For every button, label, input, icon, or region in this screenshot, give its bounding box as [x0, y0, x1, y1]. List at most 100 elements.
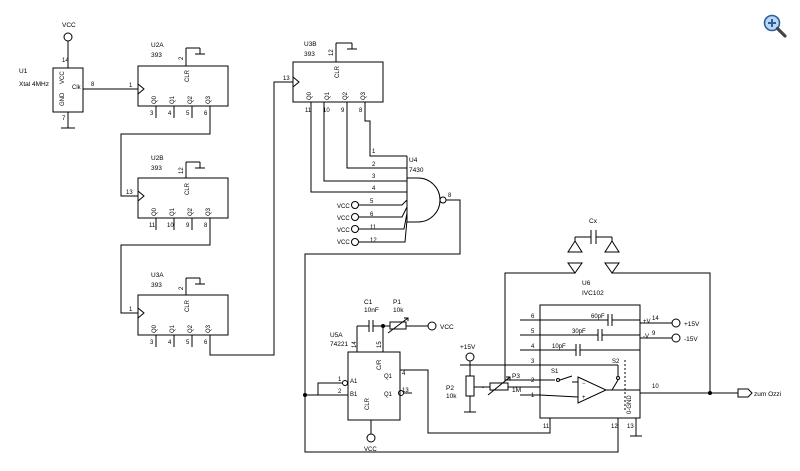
svg-text:Q1: Q1: [170, 207, 176, 216]
svg-text:CLR: CLR: [185, 182, 191, 195]
u6-ref: U6: [582, 280, 591, 287]
svg-text:1: 1: [129, 307, 133, 313]
svg-text:Q1: Q1: [384, 392, 393, 398]
svg-text:13: 13: [402, 388, 409, 394]
u1-vcc-label: VCC: [62, 22, 76, 29]
svg-text:1: 1: [129, 83, 133, 89]
svg-text:10: 10: [652, 384, 659, 390]
cx-connector-left: [567, 240, 583, 253]
svg-text:+15V: +15V: [684, 321, 700, 328]
svg-text:CLR: CLR: [335, 65, 341, 78]
svg-text:Q3: Q3: [206, 324, 212, 333]
svg-text:3: 3: [150, 340, 154, 346]
svg-text:2: 2: [179, 56, 185, 60]
u2a-ref: U2A: [151, 42, 164, 49]
svg-text:3: 3: [150, 111, 154, 117]
svg-text:3: 3: [531, 359, 535, 365]
u3a-value: 393: [151, 282, 162, 289]
svg-text:5: 5: [186, 111, 190, 117]
u3b-value: 393: [304, 51, 315, 58]
svg-text:13: 13: [126, 190, 133, 196]
u2a-body: [137, 65, 229, 107]
u6-body: [539, 304, 641, 419]
u4-nand-gate: U4 7430 1 2 3 4 5 6 11 12 VCC VCC VCC VC…: [304, 149, 461, 395]
svg-text:12: 12: [329, 49, 335, 56]
p2-value: 10k: [446, 393, 457, 400]
svg-text:4: 4: [168, 111, 172, 117]
u2b-body: [137, 177, 229, 219]
u3a-ref: U3A: [151, 272, 164, 279]
u1-vcc-pin-number: 14: [62, 58, 69, 64]
svg-text:Q3: Q3: [206, 95, 212, 104]
svg-text:30pF: 30pF: [572, 329, 586, 335]
u2a-value: 393: [151, 52, 162, 59]
u4-ref: U4: [409, 157, 418, 164]
svg-text:5: 5: [370, 199, 374, 205]
svg-text:CLR: CLR: [185, 299, 191, 312]
u2b-ref: U2B: [151, 155, 164, 162]
p3-ref: P3: [512, 373, 520, 380]
u1-clk-pin: Clk: [72, 85, 82, 91]
u1-oscillator: VCC 14 VCC GND Clk U1 Xtal 4MHz 7 8: [19, 22, 138, 129]
svg-text:11: 11: [543, 424, 550, 430]
svg-text:+15V: +15V: [460, 344, 476, 351]
svg-text:−: −: [582, 381, 586, 387]
svg-text:Q0: Q0: [152, 207, 158, 216]
svg-text:6: 6: [204, 340, 208, 346]
svg-text:1: 1: [372, 149, 376, 155]
svg-text:11: 11: [305, 108, 312, 114]
svg-text:Q1: Q1: [384, 374, 393, 380]
svg-text:Q1: Q1: [325, 91, 331, 100]
svg-text:4: 4: [168, 340, 172, 346]
u3b-ref: U3B: [304, 41, 317, 48]
svg-text:5: 5: [531, 329, 535, 335]
svg-text:Q3: Q3: [206, 207, 212, 216]
svg-text:3: 3: [372, 174, 376, 180]
svg-text:B1: B1: [350, 392, 358, 398]
svg-text:13: 13: [283, 76, 290, 82]
svg-text:Q2: Q2: [188, 207, 194, 216]
svg-text:2: 2: [531, 378, 535, 384]
u5a-monostable: U5A 74221 C/R Q1 Q1 A1 B1 CLR 14 15 1 2 …: [303, 299, 619, 453]
u1-vcc-pin: VCC: [60, 71, 66, 84]
u2b-counter: U2B 393 13 12 CLR Q0 Q1 Q2 Q3 11 10 9 8: [120, 155, 229, 314]
svg-text:9: 9: [341, 108, 345, 114]
s2-switch: [611, 379, 619, 391]
p2-ref: P2: [446, 385, 454, 392]
svg-text:CLR: CLR: [365, 397, 371, 410]
svg-text:1: 1: [531, 393, 535, 399]
p1-value: 10k: [393, 307, 404, 314]
u1-gnd-pin: GND: [60, 92, 66, 106]
svg-text:S2: S2: [612, 359, 620, 365]
u5a-value: 74221: [330, 341, 348, 348]
svg-text:Q1: Q1: [170, 95, 176, 104]
svg-text:12: 12: [370, 238, 377, 244]
svg-text:12: 12: [611, 424, 618, 430]
svg-text:8: 8: [204, 223, 208, 229]
svg-text:VCC: VCC: [337, 204, 350, 210]
zoom-in-button[interactable]: [762, 13, 788, 39]
cx-ref: Cx: [589, 218, 598, 225]
s1-switch: [559, 375, 573, 381]
output-label: zum Ozzi: [754, 391, 781, 398]
svg-text:12: 12: [179, 167, 185, 174]
u3a-body: [137, 294, 229, 336]
svg-text:Q3: Q3: [361, 91, 367, 100]
svg-text:10pF: 10pF: [552, 344, 566, 350]
u2b-value: 393: [151, 165, 162, 172]
c1-ref: C1: [364, 299, 373, 306]
u1-gnd-pin-number: 7: [62, 116, 66, 122]
svg-text:A1: A1: [350, 379, 358, 385]
u3b-body: [292, 61, 384, 103]
svg-text:Q2: Q2: [188, 95, 194, 104]
p2-resistor: [465, 375, 475, 397]
u2a-counter: U2A 393 1 2 CLR Q0 Q1 Q2 Q3 3 4 5 6: [120, 42, 229, 197]
svg-text:2: 2: [338, 389, 342, 395]
p2-supply-terminal: [465, 352, 475, 362]
svg-text:15: 15: [377, 341, 383, 348]
u4-inversion-bubble: [439, 196, 447, 204]
u5a-ref: U5A: [330, 332, 343, 339]
svg-text:CLR: CLR: [185, 69, 191, 82]
svg-text:VCC: VCC: [337, 216, 350, 222]
svg-text:VCC: VCC: [440, 324, 454, 331]
